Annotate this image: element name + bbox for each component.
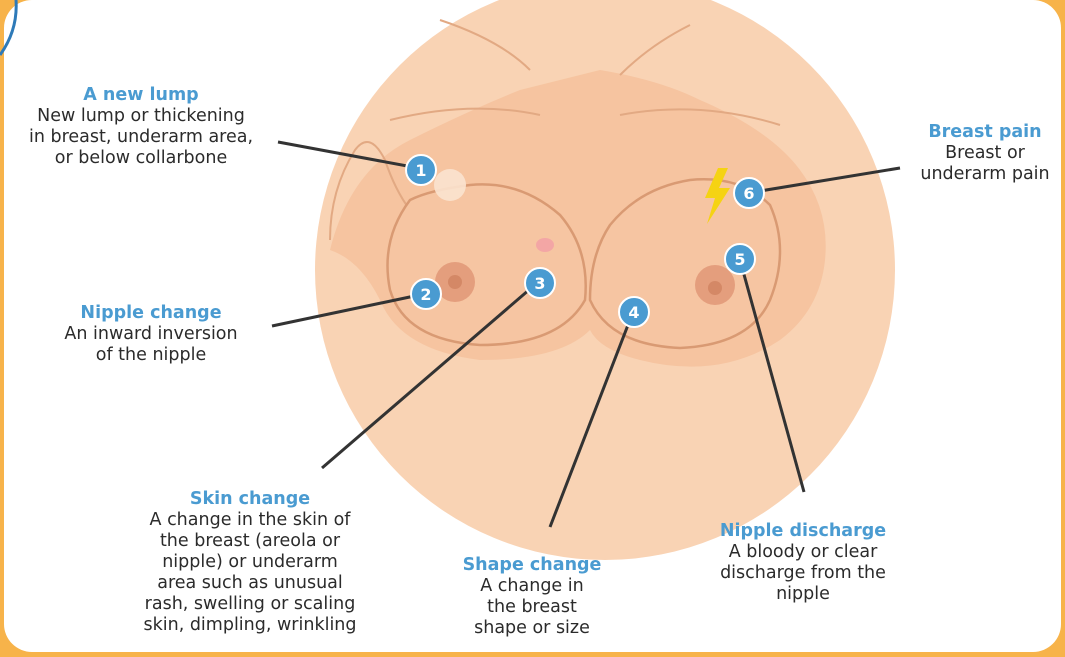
callout-line: An inward inversion (20, 324, 282, 345)
callout-line: skin, dimpling, wrinkling (115, 615, 385, 636)
callout-title: Nipple discharge (690, 520, 916, 542)
svg-text:3: 3 (534, 274, 545, 293)
lump-mark (434, 169, 466, 201)
skin-redness-mark (536, 238, 554, 252)
callout-line: in breast, underarm area, (0, 127, 282, 148)
callout-line: discharge from the (690, 563, 916, 584)
badge-1: 1 (406, 155, 436, 185)
torso-illustration (315, 0, 895, 560)
callout-line: the breast (440, 597, 624, 618)
svg-text:4: 4 (628, 303, 639, 322)
callout-title: A new lump (0, 84, 282, 106)
badge-4: 4 (619, 297, 649, 327)
callout-line: rash, swelling or scaling (115, 594, 385, 615)
callout-line: A bloody or clear (690, 542, 916, 563)
right-nipple-center (708, 281, 722, 295)
callout-line: A change in the skin of (115, 510, 385, 531)
callout-line: New lump or thickening (0, 106, 282, 127)
badge-5: 5 (725, 244, 755, 274)
callout-shape-change: Shape change A change in the breast shap… (440, 554, 624, 639)
callout-line: shape or size (440, 618, 624, 639)
callout-title: Nipple change (20, 302, 282, 324)
callout-line: underarm pain (910, 164, 1060, 185)
callout-line: nipple) or underarm (115, 552, 385, 573)
svg-text:1: 1 (415, 161, 426, 180)
svg-text:2: 2 (420, 285, 431, 304)
svg-text:5: 5 (734, 250, 745, 269)
callout-breast-pain: Breast pain Breast or underarm pain (910, 121, 1060, 185)
callout-line: the breast (areola or (115, 531, 385, 552)
badge-2: 2 (411, 279, 441, 309)
callout-skin-change: Skin change A change in the skin of the … (115, 488, 385, 636)
callout-title: Breast pain (910, 121, 1060, 143)
callout-line: nipple (690, 584, 916, 605)
badge-3: 3 (525, 268, 555, 298)
callout-line: of the nipple (20, 345, 282, 366)
callout-line: A change in (440, 576, 624, 597)
callout-line: or below collarbone (0, 148, 282, 169)
callout-title: Skin change (115, 488, 385, 510)
svg-text:6: 6 (743, 184, 754, 203)
callout-nipple-discharge: Nipple discharge A bloody or clear disch… (690, 520, 916, 605)
callout-line: area such as unusual (115, 573, 385, 594)
corner-arc (0, 0, 16, 55)
callout-line: Breast or (910, 143, 1060, 164)
badge-6: 6 (734, 178, 764, 208)
callout-nipple-change: Nipple change An inward inversion of the… (20, 302, 282, 366)
callout-new-lump: A new lump New lump or thickening in bre… (0, 84, 282, 169)
callout-title: Shape change (440, 554, 624, 576)
left-nipple-center (448, 275, 462, 289)
